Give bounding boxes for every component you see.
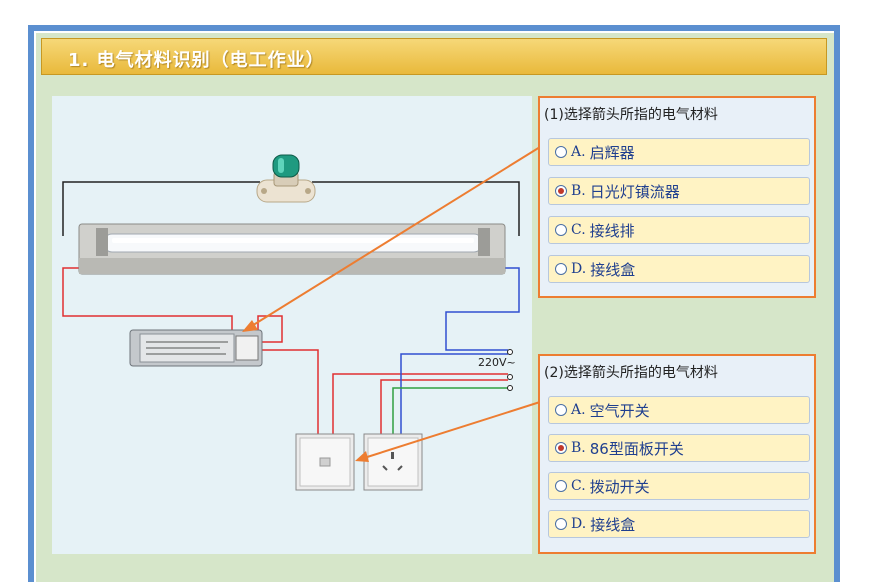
option-text: 接线盒 [590,515,636,534]
q2-option-d[interactable]: D. 接线盒 [548,510,810,538]
option-letter: C. [571,222,586,238]
ballast-component [129,329,263,367]
radio-icon[interactable] [555,146,567,158]
option-text: 接线排 [589,221,635,240]
question-header: 1. 电气材料识别（电工作业） [41,38,827,75]
starter-component [256,154,316,203]
radio-icon[interactable] [555,518,567,530]
option-text: 启辉器 [589,143,635,162]
fluorescent-lamp [78,223,506,275]
option-letter: B. [571,440,586,456]
q2-option-b[interactable]: B. 86型面板开关 [548,434,810,462]
q1-option-d[interactable]: D. 接线盒 [548,255,810,283]
option-text: 日光灯镇流器 [589,182,680,201]
radio-icon[interactable] [555,480,567,492]
radio-checked-icon[interactable] [555,185,567,197]
wire-blue-lamp [445,267,520,351]
question-1-title: (1)选择箭头所指的电气材料 [544,107,718,123]
wire-blue-socket [400,353,508,436]
option-letter: D. [571,516,587,532]
option-letter: C. [571,478,586,494]
panel-switch [295,433,355,491]
terminal-3 [507,385,513,391]
q1-option-c[interactable]: C. 接线排 [548,216,810,244]
terminal-2 [507,374,513,380]
q2-option-a[interactable]: A. 空气开关 [548,396,810,424]
q2-option-c[interactable]: C. 拨动开关 [548,472,810,500]
option-text: 86型面板开关 [589,439,684,458]
pointer-arrow-2 [355,401,541,462]
option-text: 接线盒 [590,260,636,279]
radio-icon[interactable] [555,404,567,416]
wire-green-ground [392,387,508,436]
option-letter: D. [571,261,587,277]
terminal-1 [507,349,513,355]
q1-option-a[interactable]: A. 启辉器 [548,138,810,166]
radio-icon[interactable] [555,224,567,236]
option-letter: B. [571,183,586,199]
option-text: 空气开关 [589,401,650,420]
wire-red-ballast [257,315,283,343]
wire-red-lamp [62,267,233,330]
wire-red-switch [262,349,319,436]
wire-red-socket [380,379,508,436]
radio-icon[interactable] [555,263,567,275]
option-text: 拨动开关 [589,477,650,496]
pointer-arrow-1 [242,146,541,332]
question-2-box: (2)选择箭头所指的电气材料 A. 空气开关 B. 86型面板开关 C. 拨动开… [538,354,816,554]
wire-red-mains [332,373,508,436]
wire-black-left [62,181,260,236]
option-letter: A. [571,144,586,160]
option-letter: A. [571,402,586,418]
radio-checked-icon[interactable] [555,442,567,454]
voltage-label: 220V~ [478,356,516,369]
q1-option-b[interactable]: B. 日光灯镇流器 [548,177,810,205]
wire-black-right [312,181,520,236]
question-2-title: (2)选择箭头所指的电气材料 [544,365,718,381]
question-1-box: (1)选择箭头所指的电气材料 A. 启辉器 B. 日光灯镇流器 C. 接线排 D… [538,96,816,298]
page-title: 1. 电气材料识别（电工作业） [68,50,325,71]
